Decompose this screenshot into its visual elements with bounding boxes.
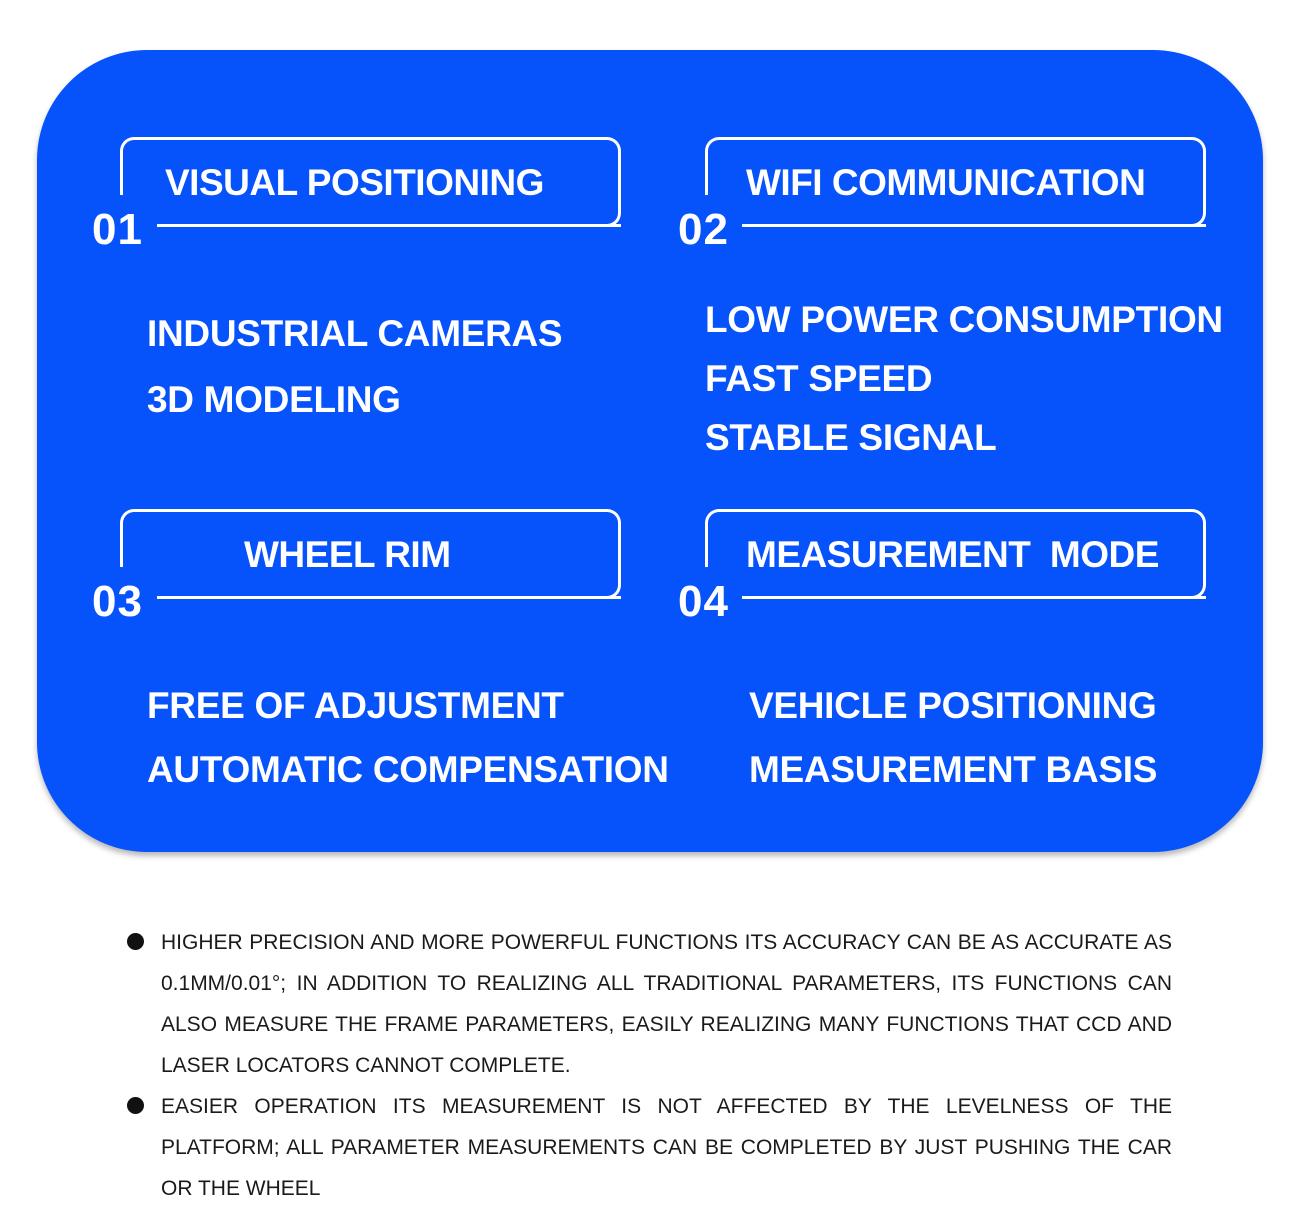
title-frame-left xyxy=(705,137,745,195)
bullet-text: HIGHER PRECISION AND MORE POWERFUL FUNCT… xyxy=(161,931,1172,1077)
feature-item: INDUSTRIAL CAMERAS xyxy=(147,313,563,354)
bullet-dot-icon xyxy=(127,933,144,950)
title-frame-left xyxy=(120,137,160,195)
feature-number: 01 xyxy=(92,208,155,252)
feature-number: 02 xyxy=(678,208,741,252)
feature-item: FREE OF ADJUSTMENT xyxy=(147,685,564,726)
feature-item: LOW POWER CONSUMPTION xyxy=(705,299,1223,340)
feature-item: 3D MODELING xyxy=(147,379,401,420)
title-underline xyxy=(163,224,621,227)
feature-item: VEHICLE POSITIONING xyxy=(749,685,1157,726)
feature-item: STABLE SIGNAL xyxy=(705,417,997,458)
feature-title: MEASUREMENT MODE xyxy=(746,534,1159,575)
title-frame-left xyxy=(705,509,745,567)
feature-number: 04 xyxy=(678,580,741,624)
bullet-point: EASIER OPERATION ITS MEASUREMENT IS NOT … xyxy=(127,1086,1172,1209)
feature-item: MEASUREMENT BASIS xyxy=(749,749,1158,790)
title-underline xyxy=(748,596,1206,599)
feature-number: 03 xyxy=(92,580,155,624)
feature-item: AUTOMATIC COMPENSATION xyxy=(147,749,669,790)
title-frame-left xyxy=(120,509,160,567)
feature-title: VISUAL POSITIONING xyxy=(165,162,544,203)
bullet-point: HIGHER PRECISION AND MORE POWERFUL FUNCT… xyxy=(127,922,1172,1086)
title-underline xyxy=(163,596,621,599)
description-list: HIGHER PRECISION AND MORE POWERFUL FUNCT… xyxy=(127,922,1172,1209)
feature-item: FAST SPEED xyxy=(705,358,933,399)
feature-title: WHEEL RIM xyxy=(244,534,451,575)
feature-title: WIFI COMMUNICATION xyxy=(746,162,1146,203)
bullet-text: EASIER OPERATION ITS MEASUREMENT IS NOT … xyxy=(161,1095,1172,1200)
features-panel: 01 VISUAL POSITIONING INDUSTRIAL CAMERAS… xyxy=(37,50,1263,852)
bullet-dot-icon xyxy=(127,1097,144,1114)
title-underline xyxy=(748,224,1206,227)
